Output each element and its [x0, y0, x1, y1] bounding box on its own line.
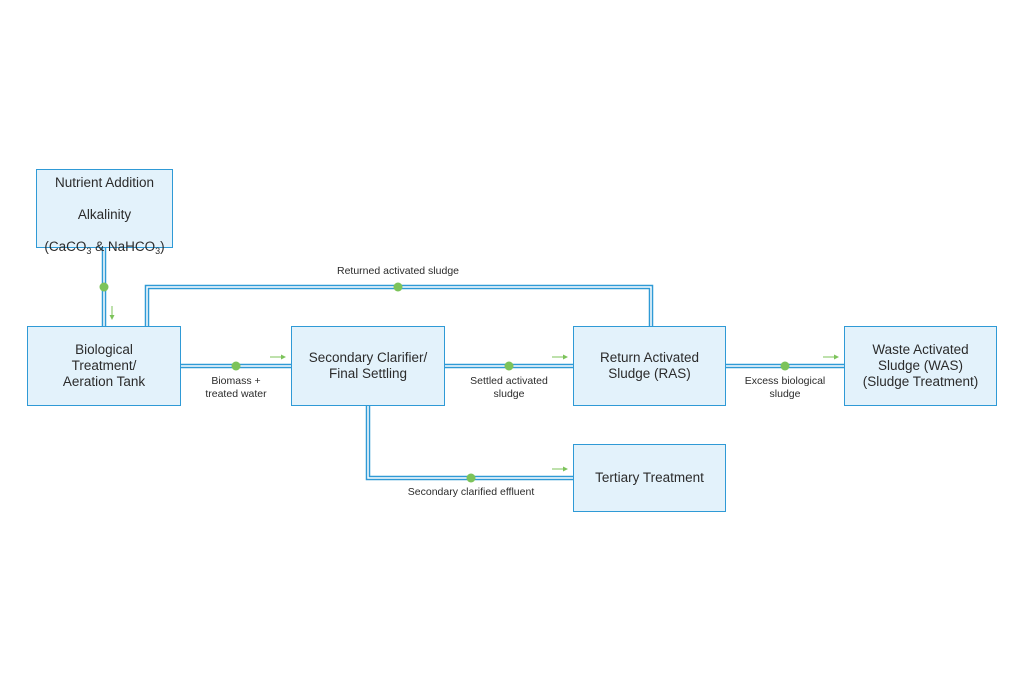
return-activated-sludge-box: Return Activated Sludge (RAS)	[573, 326, 726, 406]
junction-dot	[466, 473, 476, 483]
biological-treatment-label: Biological Treatment/ Aeration Tank	[62, 342, 146, 389]
pipe-clarifier-to-tertiary	[365, 405, 574, 481]
junction-dot	[99, 282, 109, 292]
tertiary-treatment-label: Tertiary Treatment	[595, 470, 704, 485]
return-activated-sludge-label: Return Activated Sludge (RAS)	[599, 350, 700, 381]
flow-arrow-right-icon	[823, 354, 839, 360]
secondary-clarifier-label: Secondary Clarifier/ Final Settling	[308, 350, 428, 381]
tertiary-treatment-box: Tertiary Treatment	[573, 444, 726, 512]
flow-arrow-right-icon	[552, 466, 568, 472]
biological-treatment-box: Biological Treatment/ Aeration Tank	[27, 326, 181, 406]
flow-arrow-right-icon	[552, 354, 568, 360]
waste-activated-sludge-box: Waste Activated Sludge (WAS) (Sludge Tre…	[844, 326, 997, 406]
pipe-returned-sludge	[144, 284, 654, 327]
junction-dot	[231, 361, 241, 371]
secondary-clarifier-box: Secondary Clarifier/ Final Settling	[291, 326, 445, 406]
junction-dot	[393, 282, 403, 292]
edge-label-settled: Settled activated sludge	[470, 375, 548, 400]
edge-label-returned-sludge: Returned activated sludge	[337, 265, 459, 277]
edge-label-biomass: Biomass + treated water	[205, 375, 267, 400]
waste-activated-sludge-label: Waste Activated Sludge (WAS) (Sludge Tre…	[862, 342, 979, 389]
nutrient-line1: Nutrient Addition	[54, 174, 155, 190]
nutrient-addition-box: Nutrient Addition Alkalinity (CaCO3 & Na…	[36, 169, 173, 256]
flow-arrow-right-icon	[270, 354, 286, 360]
nutrient-line2: Alkalinity	[77, 206, 132, 222]
edge-label-effluent: Secondary clarified effluent	[407, 486, 535, 498]
flow-arrow-down-icon	[109, 306, 115, 320]
nutrient-formula: (CaCO3 & NaHCO3)	[44, 238, 165, 256]
edge-label-excess: Excess biological sludge	[744, 375, 826, 400]
junction-dot	[504, 361, 514, 371]
junction-dot	[780, 361, 790, 371]
